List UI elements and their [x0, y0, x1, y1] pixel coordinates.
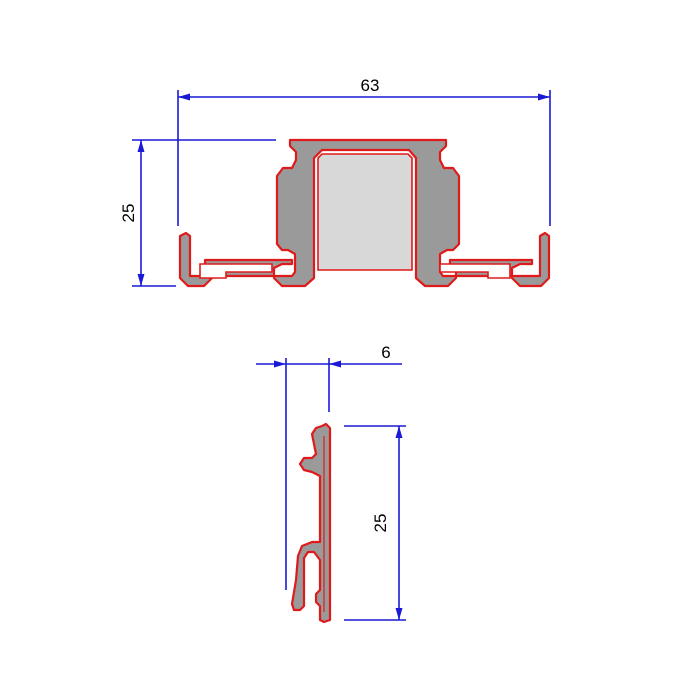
profile-1-cross-section: [178, 138, 551, 288]
profile-1-width-arrow-left: [178, 93, 190, 101]
profile-1-left-channel: [199, 263, 273, 279]
profile-2-cross-section: [290, 422, 332, 624]
profile-2-width-label: 6: [381, 343, 390, 362]
profile-1-height-label: 25: [119, 204, 138, 223]
profile-1-width-arrow-right: [538, 93, 550, 101]
profile-1-right-channel: [439, 263, 511, 279]
profile-1-inner-detail: [317, 153, 413, 271]
profile-2-height-arrow-bottom: [395, 608, 403, 620]
profile-2-height-label: 25: [371, 514, 390, 533]
profile-2-width-arrow-right: [329, 360, 341, 368]
profile-2-height-arrow-top: [395, 426, 403, 438]
profile-2-drawing: 6 25: [256, 343, 406, 624]
profile-1-height-arrow-top: [137, 140, 145, 152]
profile-1-drawing: 63 25: [119, 76, 551, 288]
profile-2-width-arrow-left: [274, 360, 286, 368]
profile-1-width-label: 63: [361, 76, 380, 95]
profile-1-height-arrow-bottom: [137, 274, 145, 286]
